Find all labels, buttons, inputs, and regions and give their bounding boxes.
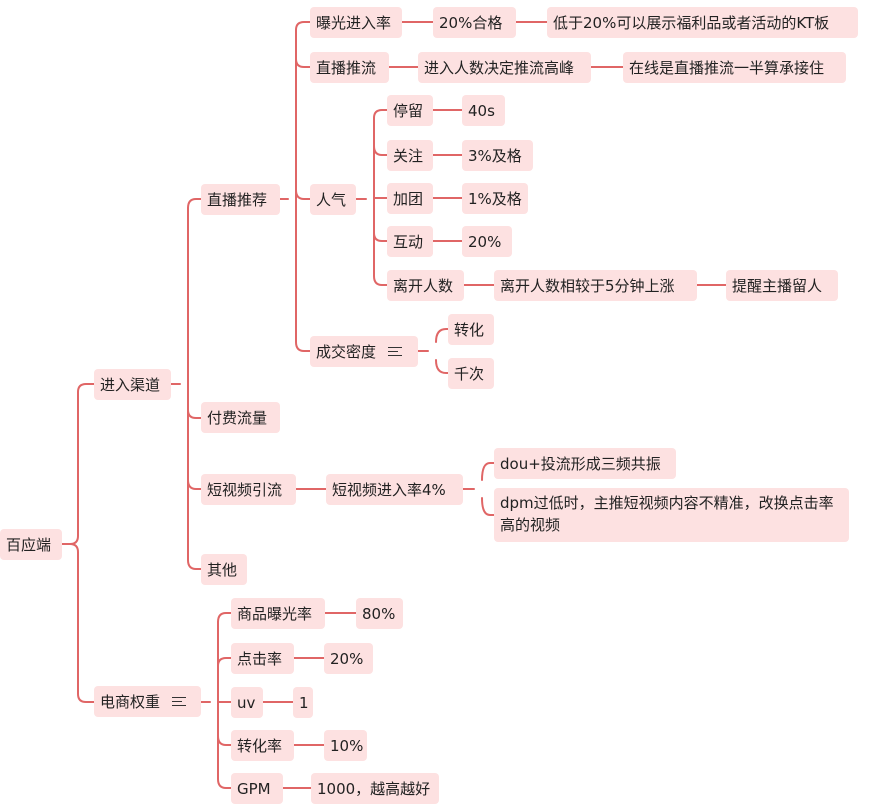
node-exposure-value[interactable]: 20%合格 <box>433 7 516 38</box>
node-label: 加团 <box>393 189 424 208</box>
node-uv-value[interactable]: 1 <box>293 687 313 718</box>
node-live-push[interactable]: 直播推流 <box>310 52 389 83</box>
node-follow[interactable]: 关注 <box>387 140 433 171</box>
node-interaction-value[interactable]: 20% <box>462 226 512 257</box>
node-label: 1%及格 <box>468 189 522 208</box>
node-gpm-value[interactable]: 1000，越高越好 <box>311 773 439 804</box>
node-gpm[interactable]: GPM <box>231 773 283 804</box>
node-conversion[interactable]: 转化 <box>448 314 494 345</box>
node-label: 成交密度 <box>316 342 377 361</box>
node-label: 低于20%可以展示福利品或者活动的KT板 <box>553 13 830 32</box>
node-label: 其他 <box>207 560 238 579</box>
node-deal-density[interactable]: 成交密度 <box>310 336 418 367</box>
node-short-video-tip-dpm[interactable]: dpm过低时，主推短视频内容不精准，改换点击率高的视频 <box>494 488 849 542</box>
node-label: 1 <box>299 693 309 712</box>
node-per-thousand[interactable]: 千次 <box>448 358 494 389</box>
node-label: 直播推荐 <box>207 190 268 209</box>
node-live-push-note[interactable]: 在线是直播推流一半算承接住 <box>623 52 846 83</box>
node-leave-count-note[interactable]: 提醒主播留人 <box>726 270 838 301</box>
node-label: 短视频引流 <box>207 480 283 499</box>
node-label: 商品曝光率 <box>237 604 313 623</box>
node-label: 曝光进入率 <box>316 13 392 32</box>
menu-icon[interactable] <box>172 696 187 707</box>
node-label: 20% <box>468 232 502 251</box>
node-stay-value[interactable]: 40s <box>462 95 505 126</box>
node-label: 百应端 <box>6 535 52 554</box>
node-label: 关注 <box>393 146 424 165</box>
node-label: GPM <box>237 779 271 798</box>
node-label: 直播推流 <box>316 58 377 77</box>
node-label: 10% <box>330 736 364 755</box>
node-short-video-tip-dou[interactable]: dou+投流形成三频共振 <box>494 448 676 479</box>
node-label: 停留 <box>393 101 424 120</box>
node-label: 千次 <box>454 364 485 383</box>
node-join-group[interactable]: 加团 <box>387 183 433 214</box>
node-label: 转化 <box>454 320 485 339</box>
node-other[interactable]: 其他 <box>201 554 247 585</box>
node-label: 进入人数决定推流高峰 <box>424 58 575 77</box>
node-exposure-note[interactable]: 低于20%可以展示福利品或者活动的KT板 <box>547 7 858 38</box>
node-popularity[interactable]: 人气 <box>310 184 356 215</box>
node-label: 在线是直播推流一半算承接住 <box>629 58 825 77</box>
node-label: 短视频进入率4% <box>332 480 446 499</box>
node-label: 电商权重 <box>100 692 161 711</box>
node-product-exposure-value[interactable]: 80% <box>356 598 403 629</box>
node-label: 人气 <box>316 190 347 209</box>
node-stay[interactable]: 停留 <box>387 95 433 126</box>
node-conversion-rate[interactable]: 转化率 <box>231 730 294 761</box>
node-label: 离开人数相较于5分钟上涨 <box>500 276 675 295</box>
node-label: uv <box>237 693 256 712</box>
node-label: 提醒主播留人 <box>732 276 823 295</box>
node-label: 20%合格 <box>439 13 503 32</box>
node-product-exposure[interactable]: 商品曝光率 <box>231 598 325 629</box>
node-label: 进入渠道 <box>100 375 161 394</box>
node-label: 互动 <box>393 232 424 251</box>
node-label: 20% <box>330 649 364 668</box>
node-uv[interactable]: uv <box>231 687 263 718</box>
node-conversion-rate-value[interactable]: 10% <box>324 730 367 761</box>
node-label: dpm过低时，主推短视频内容不精准，改换点击率高的视频 <box>500 494 834 534</box>
node-live-push-value[interactable]: 进入人数决定推流高峰 <box>418 52 591 83</box>
node-live-recommend[interactable]: 直播推荐 <box>201 184 280 215</box>
node-label: 40s <box>468 101 495 120</box>
node-label: dou+投流形成三频共振 <box>500 454 661 473</box>
node-paid-traffic[interactable]: 付费流量 <box>201 402 280 433</box>
node-click-rate[interactable]: 点击率 <box>231 643 294 674</box>
node-leave-count-value[interactable]: 离开人数相较于5分钟上涨 <box>494 270 697 301</box>
node-ecommerce-weight[interactable]: 电商权重 <box>94 686 201 717</box>
node-join-group-value[interactable]: 1%及格 <box>462 183 528 214</box>
menu-icon[interactable] <box>388 346 403 357</box>
node-exposure-rate[interactable]: 曝光进入率 <box>310 7 402 38</box>
node-root[interactable]: 百应端 <box>0 529 62 560</box>
node-label: 付费流量 <box>207 408 268 427</box>
node-label: 点击率 <box>237 649 283 668</box>
node-label: 转化率 <box>237 736 283 755</box>
node-interaction[interactable]: 互动 <box>387 226 433 257</box>
node-follow-value[interactable]: 3%及格 <box>462 140 533 171</box>
node-label: 离开人数 <box>393 276 454 295</box>
node-leave-count[interactable]: 离开人数 <box>387 270 464 301</box>
node-short-video[interactable]: 短视频引流 <box>201 474 296 505</box>
node-label: 3%及格 <box>468 146 522 165</box>
node-entry-channels[interactable]: 进入渠道 <box>94 369 171 400</box>
node-label: 80% <box>362 604 396 623</box>
node-short-video-rate[interactable]: 短视频进入率4% <box>326 474 463 505</box>
node-click-rate-value[interactable]: 20% <box>324 643 373 674</box>
node-label: 1000，越高越好 <box>317 779 431 798</box>
